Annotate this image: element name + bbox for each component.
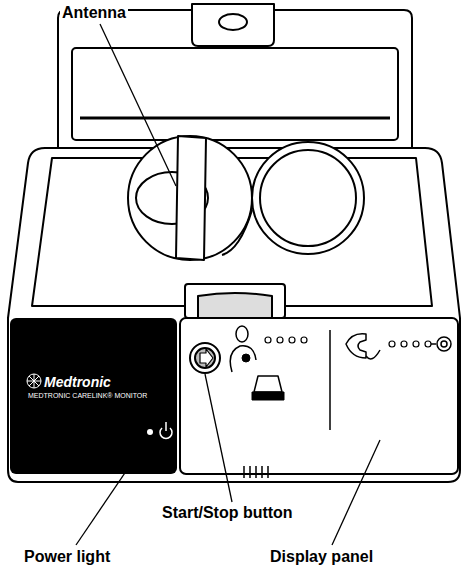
power-symbol <box>160 428 172 438</box>
phone-cord <box>366 350 380 359</box>
coil-outer <box>252 142 364 254</box>
antenna-cable <box>222 210 252 255</box>
status-dot <box>301 337 307 343</box>
part-label: Antenna <box>60 4 128 22</box>
start-arrow <box>200 349 213 367</box>
power-light-dot <box>147 429 153 435</box>
status-dot <box>401 341 407 347</box>
status-dot <box>277 337 283 343</box>
monitor-base <box>252 392 284 400</box>
lid-tab <box>192 10 274 46</box>
lid-edge <box>80 117 390 120</box>
panel-divider <box>329 330 331 430</box>
part-label: Power light <box>22 548 112 566</box>
status-dot <box>289 337 295 343</box>
phone-icon <box>346 334 366 358</box>
lid-recess <box>72 48 398 140</box>
line-jack-core <box>441 341 447 347</box>
lid-latch <box>219 14 247 30</box>
product-name: MEDTRONIC CARELINK® MONITOR <box>28 392 147 399</box>
arrow-line <box>431 343 436 345</box>
status-dot <box>413 341 419 347</box>
speaker-grille <box>244 466 268 478</box>
line-jack <box>437 337 451 351</box>
slot <box>185 284 285 318</box>
brand-panel: MedtronicMEDTRONIC CARELINK® MONITOR <box>10 318 177 474</box>
person-body <box>230 346 256 372</box>
start-button-core <box>195 348 215 368</box>
status-dot <box>425 341 431 347</box>
coil-inner <box>260 150 356 246</box>
part-label: Display panel <box>268 548 375 566</box>
implant-icon <box>242 354 250 362</box>
part-label: Start/Stop button <box>160 504 295 522</box>
lid <box>58 4 412 150</box>
antenna-strap <box>176 136 206 260</box>
person-icon <box>236 326 248 342</box>
antenna-head <box>128 136 252 260</box>
start-button <box>190 343 220 373</box>
status-dot <box>265 337 271 343</box>
monitor-icon <box>254 376 282 392</box>
status-dot <box>389 341 395 347</box>
power-symbol <box>165 422 167 431</box>
logo-mark <box>27 374 41 388</box>
brand-name: Medtronic <box>44 374 111 390</box>
slot-inner <box>198 293 272 318</box>
